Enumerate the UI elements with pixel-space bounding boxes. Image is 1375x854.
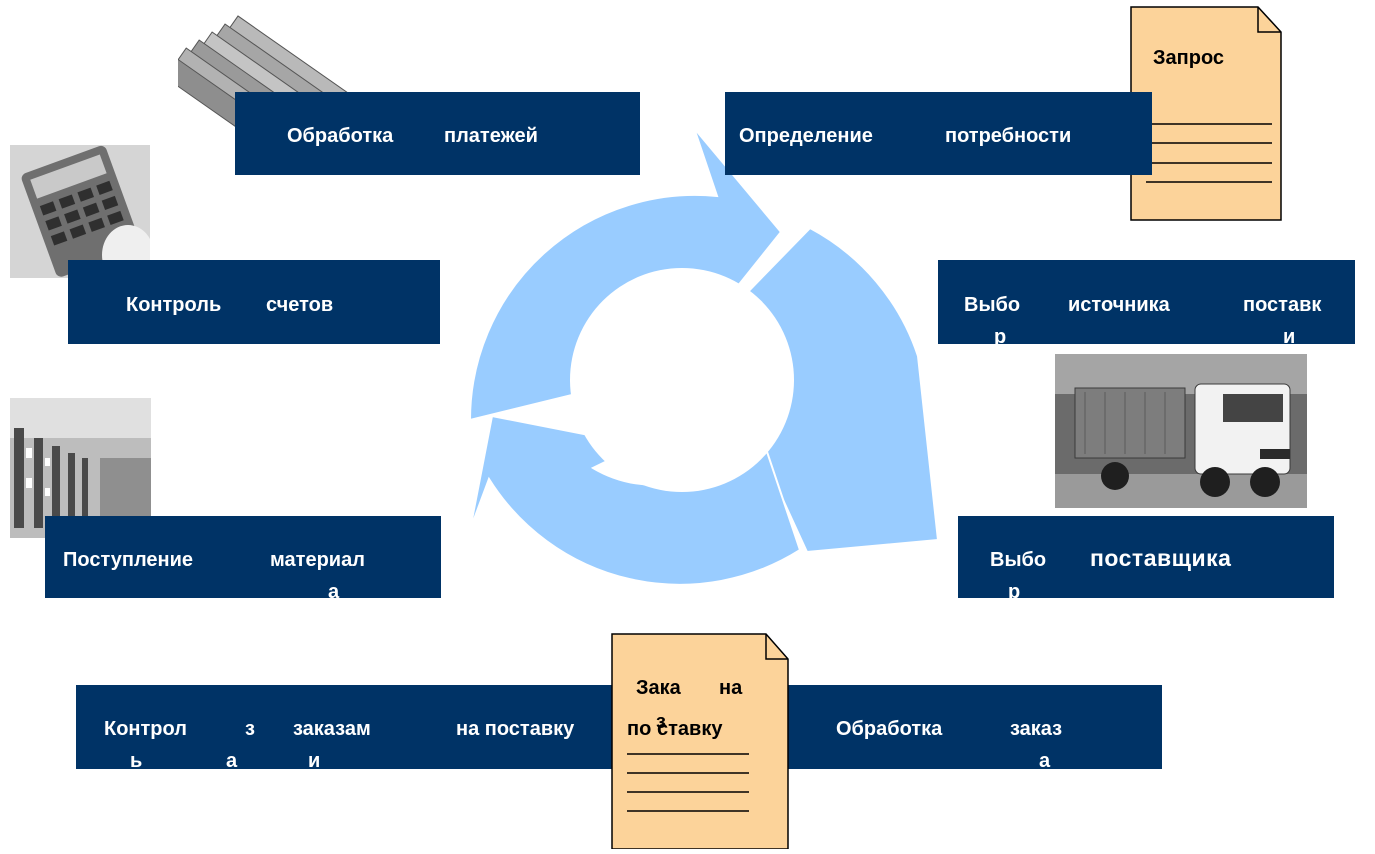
request-document: Запрос bbox=[1130, 6, 1282, 221]
calculator-icon bbox=[10, 145, 150, 278]
step-label-word: платежей bbox=[444, 125, 538, 147]
step-label-word: поставк bbox=[1243, 294, 1322, 316]
request-title: Запрос bbox=[1153, 47, 1225, 69]
order-document: Зака на з по ставку bbox=[611, 633, 789, 850]
step-supplier-selection: Выбо р поставщика bbox=[958, 516, 1334, 598]
step-label-word: и bbox=[1283, 326, 1296, 344]
truck-icon bbox=[1055, 354, 1307, 508]
step-label-word: материал bbox=[270, 549, 365, 571]
step-label-word: потребности bbox=[945, 125, 1072, 147]
order-doc-word: Зака bbox=[636, 677, 681, 699]
step-label-word: на поставку bbox=[456, 718, 575, 740]
cycle-center bbox=[570, 268, 794, 492]
document-icon bbox=[611, 633, 789, 850]
order-doc-word: з bbox=[656, 711, 666, 733]
step-label-word: з bbox=[245, 718, 255, 740]
step-need-definition: Определение потребности bbox=[725, 92, 1152, 175]
step-label-word: а bbox=[1039, 750, 1051, 769]
step-label-word: и bbox=[308, 750, 321, 769]
step-label-word: Контроль bbox=[126, 294, 222, 316]
order-doc-word: ставку bbox=[657, 718, 723, 740]
step-label-word: заказ bbox=[1010, 718, 1063, 740]
step-order-control: Контрол ь з а заказам и на поставку bbox=[76, 685, 624, 769]
step-invoice-control: Контроль счетов bbox=[68, 260, 440, 344]
step-label-word: Обработка bbox=[287, 125, 394, 147]
step-label-word: а bbox=[226, 750, 238, 769]
order-doc-word: на bbox=[719, 677, 743, 699]
warehouse-icon bbox=[10, 398, 151, 538]
step-label-word: р bbox=[1008, 581, 1021, 598]
step-label-word: Выбо bbox=[990, 549, 1047, 571]
calculator-photo bbox=[10, 145, 150, 278]
truck-photo bbox=[1055, 354, 1307, 508]
document-icon bbox=[1130, 6, 1282, 221]
step-label-word: ь bbox=[130, 750, 143, 769]
step-label-word: Определение bbox=[739, 125, 873, 147]
step-label-word: Поступление bbox=[63, 549, 194, 571]
step-label-word: Контрол bbox=[104, 718, 187, 740]
step-label-word: р bbox=[994, 326, 1007, 344]
step-order-processing: Обработка заказ а bbox=[776, 685, 1162, 769]
warehouse-photo bbox=[10, 398, 151, 538]
order-doc-word: по bbox=[627, 718, 652, 740]
step-payment-processing: Обработка платежей bbox=[235, 92, 640, 175]
step-label-word: Обработка bbox=[836, 718, 943, 740]
step-label-word: источника bbox=[1068, 294, 1170, 316]
step-label-word: заказам bbox=[293, 718, 371, 740]
step-source-selection: Выбо р источника поставк и bbox=[938, 260, 1355, 344]
step-label-word: счетов bbox=[266, 294, 334, 316]
step-label-word: Выбо bbox=[964, 294, 1021, 316]
step-material-receipt: Поступление материал а bbox=[45, 516, 441, 598]
step-label-word: поставщика bbox=[1090, 545, 1232, 571]
step-label-word: а bbox=[328, 581, 340, 598]
